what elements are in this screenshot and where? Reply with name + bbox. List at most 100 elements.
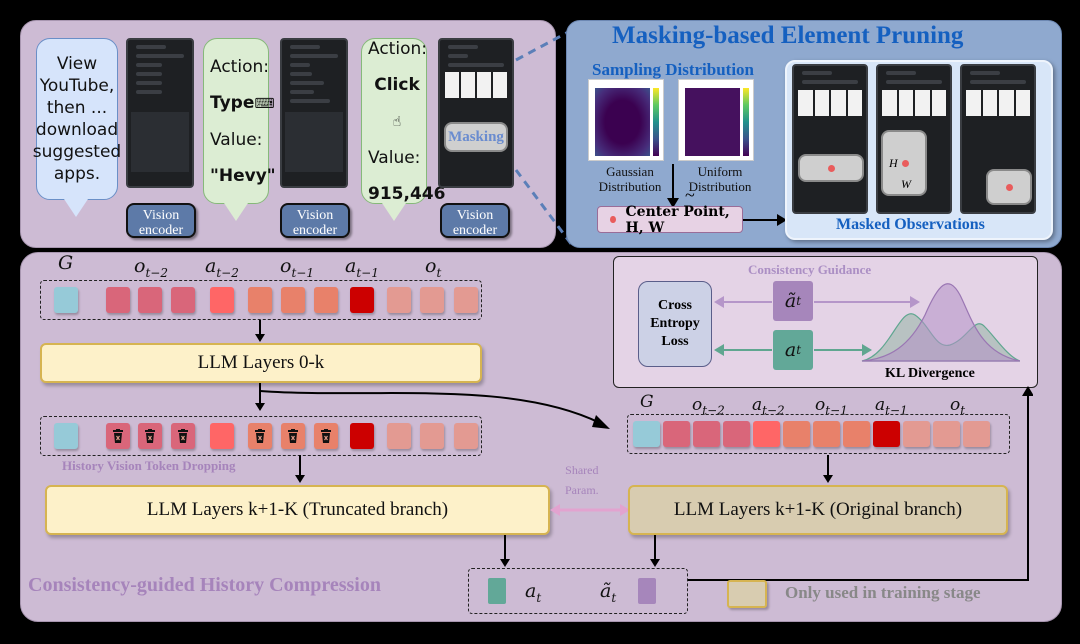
trash-icon [321,429,331,443]
zoom-connector [514,30,574,246]
truncated-token-sequence [40,416,482,456]
list-item [136,72,162,76]
list-item [290,72,312,76]
thumb [966,90,981,116]
app-header [970,80,1026,84]
dist-suffix: Distribution [688,179,752,194]
token-row-full [40,287,482,313]
sym: ã [784,290,797,312]
feedback-arrow [688,386,1033,581]
subscript: t [436,265,442,280]
kl-divergence-label: KL Divergence [885,366,975,381]
token-obs-t [420,287,444,313]
center-dot-icon [1005,183,1013,191]
subscript: t [611,590,617,605]
token-obs-t-minus-2 [723,421,750,447]
instruction-line: YouTube, [39,76,115,96]
output-a-tilde-t-label: ãt [600,580,616,605]
center-dot-icon [610,216,616,223]
token-obs-t-minus-1 [281,287,305,313]
sym: ã [600,580,612,602]
thumb [461,72,475,98]
dropped-token-obs-t-minus-1 [314,423,338,449]
label-o-t: ot [425,255,441,280]
thumb [982,90,997,116]
token-obs-t [454,287,478,313]
token-act-t-minus-2 [210,287,234,313]
dist-name: Gaussian [606,164,654,179]
legend-label: Only used in training stage [785,583,981,602]
token-goal [633,421,660,447]
app-header [802,80,858,84]
thumb [445,72,459,98]
action-label: Action: [368,38,427,59]
masking-pruning-title: Masking-based Element Pruning [612,22,964,49]
sym: a [752,395,763,415]
legend-swatch [727,580,767,608]
subscript: t−2 [145,265,168,280]
sym: o [950,395,961,415]
token-obs-t [387,287,411,313]
dropping-label: History Vision Token Dropping [62,458,236,473]
token-obs-t-minus-1 [248,287,272,313]
uniform-heatmap [678,79,754,161]
masked-screenshot-1 [792,64,868,214]
token-obs-t [420,423,444,449]
subscript: t [536,590,542,605]
instruction-line: View [56,54,98,74]
subscript: t−2 [216,265,239,280]
status-bar [448,45,478,49]
dist-suffix: Distribution [598,179,662,194]
app-screenshots [445,72,507,98]
vision-encoder-2: Vision encoder [280,203,350,238]
value-label: Value: [368,147,421,168]
action-bubble-click: Action: Click ☝ Value: 915,446 [361,38,445,204]
dropped-token-obs-t-minus-2 [106,423,130,449]
token-act-t-minus-1 [350,423,374,449]
screenshot-search [126,38,194,188]
search-bar [448,54,468,58]
action-value: Click ☝ [368,67,426,140]
arrow-down [823,455,833,483]
height-label: H [889,156,898,170]
sym: o [692,395,703,415]
arrow-down [255,320,265,342]
sym: o [280,255,292,277]
token-obs-t-minus-1 [843,421,870,447]
label-a-t-minus-2: at−2 [752,395,785,417]
action-click-text: Click [374,74,420,95]
status-bar [970,71,1000,75]
value-text: "Hevy" [210,165,276,186]
label-o-t: ot [950,395,965,417]
instruction-line: apps. [53,164,101,184]
sampling-arrow [667,164,679,208]
dist-name: Uniform [697,164,743,179]
screenshot-app-page: Masking [438,38,514,188]
trash-icon [178,429,188,443]
list-item [290,81,324,85]
list-item [136,81,162,85]
label-o-t-minus-1: ot−1 [280,255,314,280]
center-dot-icon [902,160,909,167]
bubble-tail [64,199,88,217]
dropped-token-obs-t-minus-1 [281,423,305,449]
thumb [493,72,507,98]
value-label: Value: [210,129,263,150]
token-goal [54,423,78,449]
gaussian-heatmap [588,79,664,161]
output-arrows [500,535,660,567]
token-obs-t [933,421,960,447]
thumb [798,90,813,116]
label-o-t-minus-1: ot−1 [815,395,848,417]
token-obs-t-minus-2 [138,287,162,313]
sym: a [205,255,217,277]
token-obs-t-minus-2 [663,421,690,447]
bubble-tail [382,203,406,221]
pointing-hand-icon: ☝ [392,113,402,130]
thumb [931,90,946,116]
sym: a [525,580,537,602]
center-point-label: Center Point, H, W [625,203,730,236]
